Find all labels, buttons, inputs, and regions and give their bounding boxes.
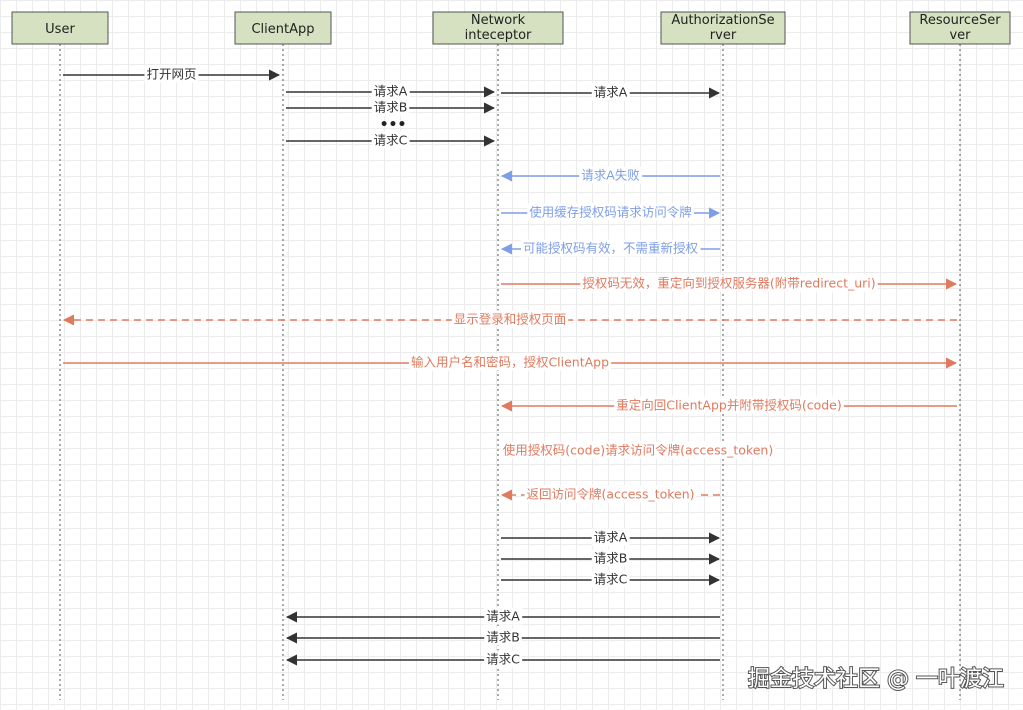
message-label: 请求A xyxy=(486,609,520,624)
message-label-bg xyxy=(500,441,776,459)
message-18: 请求B xyxy=(285,628,720,646)
message-label: 授权码无效，重定向到授权服务器(附带redirect_uri) xyxy=(582,276,875,291)
message-label: 重定向回ClientApp并附带授权码(code) xyxy=(616,398,842,413)
message-label: 显示登录和授权页面 xyxy=(454,312,567,327)
actor-label-res: ver xyxy=(949,28,971,43)
message-0: 打开网页 xyxy=(63,65,281,83)
message-label-bg xyxy=(579,166,643,184)
message-label-bg xyxy=(591,528,630,546)
message-label: 返回访问令牌(access_token) xyxy=(526,487,694,502)
message-17: 请求A xyxy=(285,607,720,625)
message-6: 使用缓存授权码请求访问令牌 xyxy=(501,203,721,221)
message-label: 请求B xyxy=(594,551,628,566)
lifelines xyxy=(59,44,961,700)
message-7: 可能授权码有效，不需重新授权 xyxy=(500,239,720,257)
message-label: 使用缓存授权码请求访问令牌 xyxy=(529,205,692,220)
actor-label-user: User xyxy=(45,22,75,37)
message-label: 打开网页 xyxy=(146,67,196,82)
message-label: 输入用户名和密码，授权ClientApp xyxy=(411,355,609,370)
actor-box-client xyxy=(234,11,332,45)
message-label-bg xyxy=(591,570,630,588)
message-16: 请求C xyxy=(501,570,721,588)
actor-label-auth: AuthorizationSe xyxy=(671,13,774,28)
actor-label-net: Network xyxy=(471,13,526,28)
message-label: 请求C xyxy=(594,572,628,587)
message-label-bg xyxy=(524,485,697,503)
message-label: 可能授权码有效，不需重新授权 xyxy=(523,241,699,256)
message-label-bg xyxy=(614,396,844,414)
message-label: 请求A失败 xyxy=(581,168,640,183)
actor-client: ClientApp xyxy=(234,11,332,45)
message-label-bg xyxy=(371,98,410,116)
message-8: 授权码无效，重定向到授权服务器(附带redirect_uri) xyxy=(501,274,958,292)
message-12: 使用授权码(code)请求访问令牌(access_token) xyxy=(500,441,776,459)
message-label-bg xyxy=(591,549,630,567)
message-label-bg xyxy=(484,628,522,646)
message-label: 请求C xyxy=(374,133,408,148)
message-2: 请求A xyxy=(501,83,721,101)
message-11: 重定向回ClientApp并附带授权码(code) xyxy=(500,396,957,414)
actor-label-res: ResourceSer xyxy=(919,13,1001,28)
message-label: 请求B xyxy=(374,100,408,115)
message-label: 请求A xyxy=(594,530,628,545)
actor-label-auth: rver xyxy=(710,28,737,43)
actor-box-auth xyxy=(660,11,786,45)
actor-box-user xyxy=(11,11,109,45)
message-4: 请求C xyxy=(286,131,496,149)
actor-label-client: ClientApp xyxy=(251,22,314,37)
actor-box-res xyxy=(909,11,1011,45)
message-5: 请求A失败 xyxy=(500,166,720,184)
message-3: 请求B xyxy=(286,98,496,116)
message-label: 请求B xyxy=(486,630,520,645)
message-9: 显示登录和授权页面 xyxy=(62,310,957,328)
message-label-bg xyxy=(371,82,410,100)
message-label-bg xyxy=(580,274,878,292)
actor-label-net: inteceptor xyxy=(465,28,532,43)
message-1: 请求A xyxy=(286,82,496,100)
message-14: 请求A xyxy=(501,528,721,546)
message-label: 请求A xyxy=(374,84,408,99)
message-19: 请求C xyxy=(285,650,720,668)
message-label-bg xyxy=(144,65,199,83)
message-label-bg xyxy=(371,131,410,149)
message-15: 请求B xyxy=(501,549,721,567)
message-label: 请求A xyxy=(594,85,628,100)
ellipsis-dots: ••• xyxy=(380,117,407,133)
message-label-bg xyxy=(408,353,612,371)
message-10: 输入用户名和密码，授权ClientApp xyxy=(63,353,958,371)
message-13: 返回访问令牌(access_token) xyxy=(500,485,720,503)
message-label-bg xyxy=(484,607,523,625)
message-label-bg xyxy=(520,239,701,257)
watermark-text: 掘金技术社区 @ 一叶渡江 xyxy=(748,667,1004,692)
message-label: 使用授权码(code)请求访问令牌(access_token) xyxy=(503,443,773,458)
actor-user: User xyxy=(11,11,109,45)
message-label-bg xyxy=(591,83,630,101)
message-label-bg xyxy=(527,203,694,221)
message-label: 请求C xyxy=(486,652,520,667)
actor-box-net xyxy=(432,11,564,45)
message-label-bg xyxy=(451,310,569,328)
message-label-bg xyxy=(484,650,523,668)
